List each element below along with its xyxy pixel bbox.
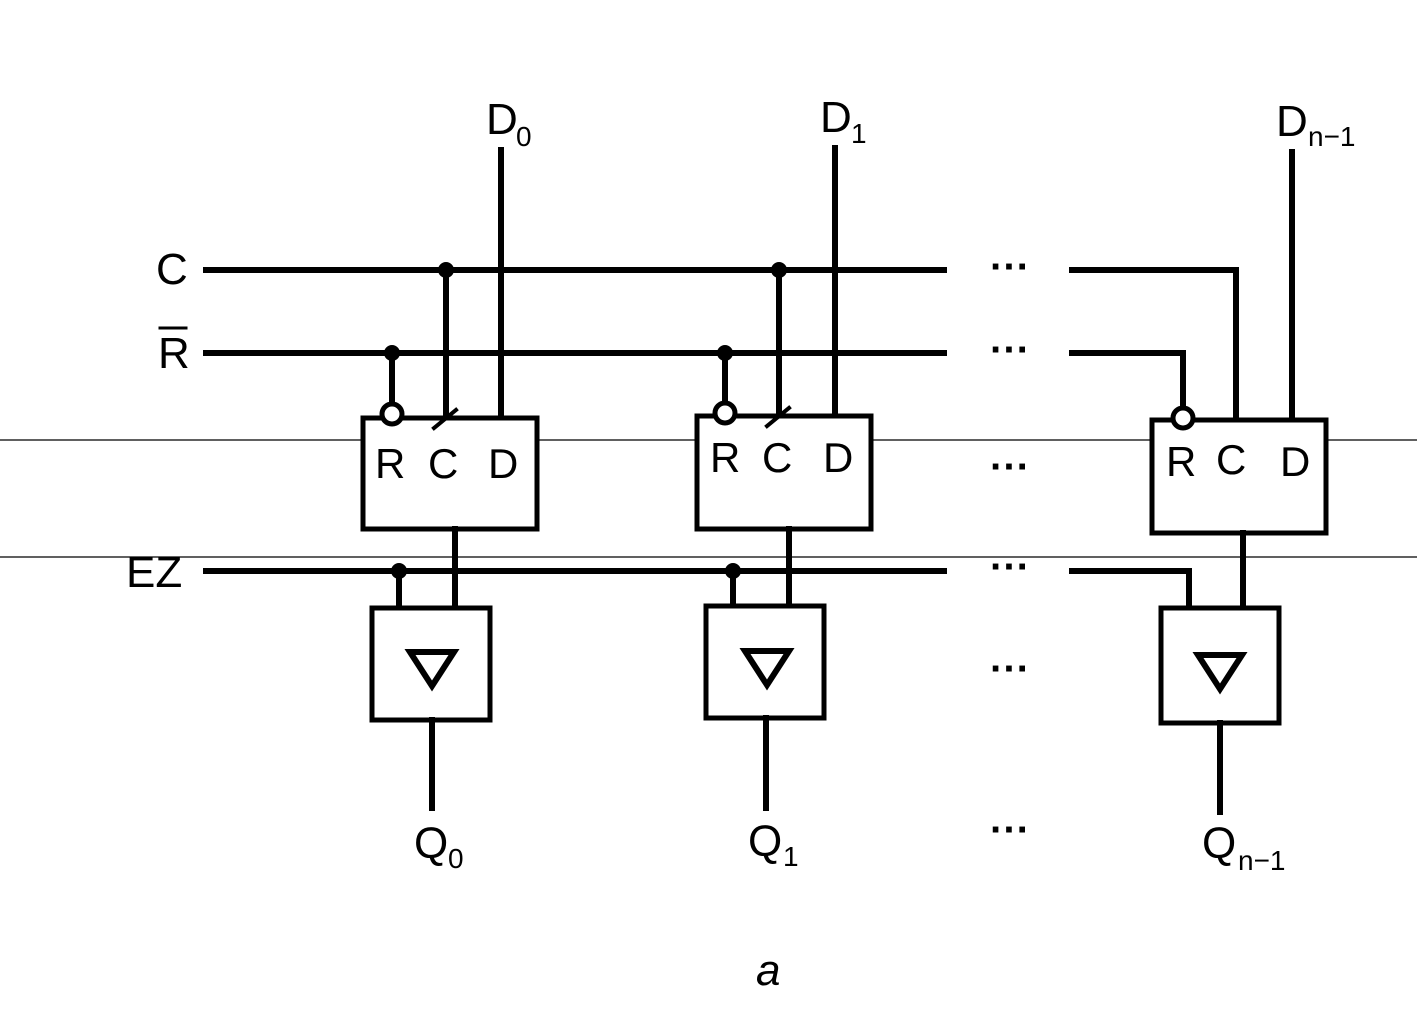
d-subscript: n−1	[1308, 121, 1356, 152]
stage-1: D 1 R C D Q 1	[694, 93, 874, 872]
ellipsis-outputs: ···	[990, 808, 1030, 852]
pin-d: D	[823, 434, 853, 481]
ellipsis-clock: ···	[990, 245, 1030, 289]
pin-d: D	[488, 440, 518, 487]
d-subscript: 0	[516, 121, 532, 152]
reset-inversion-bubble	[379, 401, 405, 427]
pin-d: D	[1280, 438, 1310, 485]
buffer-0	[369, 605, 493, 723]
pin-r: R	[710, 434, 740, 481]
q-label: Q	[748, 817, 782, 866]
q-label: Q	[1202, 819, 1236, 868]
q-subscript: 0	[448, 843, 464, 874]
d-label: D	[820, 93, 852, 142]
d-label: D	[1276, 97, 1308, 146]
reset-inversion-bubble	[712, 400, 738, 426]
pin-r: R	[375, 440, 405, 487]
ellipsis-reset: ···	[990, 328, 1030, 372]
pin-r: R	[1166, 438, 1196, 485]
stage-0: D 0 R C D Q 0	[360, 95, 540, 874]
pin-c: C	[762, 434, 792, 481]
buffer-1	[703, 603, 827, 721]
q-label: Q	[414, 819, 448, 868]
r-junction-dot	[717, 345, 733, 361]
d-label: D	[486, 95, 518, 144]
reset-label: R	[158, 329, 190, 378]
clock-edge-mark	[764, 405, 792, 429]
ez-junction-dot	[725, 563, 741, 579]
d-subscript: 1	[851, 118, 867, 149]
clock-label: C	[156, 245, 188, 294]
ellipsis-enable: ···	[990, 545, 1030, 589]
buffer-triangle-icon	[404, 649, 460, 692]
ez-junction-dot	[391, 563, 407, 579]
c-junction-dot	[438, 262, 454, 278]
flip-flop-n-minus-1	[1149, 417, 1329, 536]
clock-bus	[203, 267, 1239, 421]
c-junction-dot	[771, 262, 787, 278]
flip-flop-1	[694, 413, 874, 532]
buffer-triangle-icon	[739, 648, 795, 691]
enable-bus	[203, 568, 1192, 611]
flip-flop-0	[360, 415, 540, 532]
stage-n-minus-1: D n−1 R C D Q n−1	[1149, 97, 1356, 876]
clock-edge-mark	[431, 407, 459, 431]
buffer-triangle-icon	[1192, 652, 1248, 695]
q-subscript: 1	[783, 841, 799, 872]
figure-caption: a	[756, 946, 780, 995]
reset-inversion-bubble	[1170, 405, 1196, 431]
r-junction-dot	[384, 345, 400, 361]
pin-c: C	[1216, 436, 1246, 483]
reset-bus	[203, 350, 1186, 411]
q-subscript: n−1	[1238, 845, 1286, 876]
buffer-n-minus-1	[1158, 605, 1282, 726]
ellipsis-flipflops: ···	[990, 445, 1030, 489]
pin-c: C	[428, 440, 458, 487]
enable-label: EZ	[126, 548, 182, 597]
ellipsis-buffers: ···	[990, 647, 1030, 691]
